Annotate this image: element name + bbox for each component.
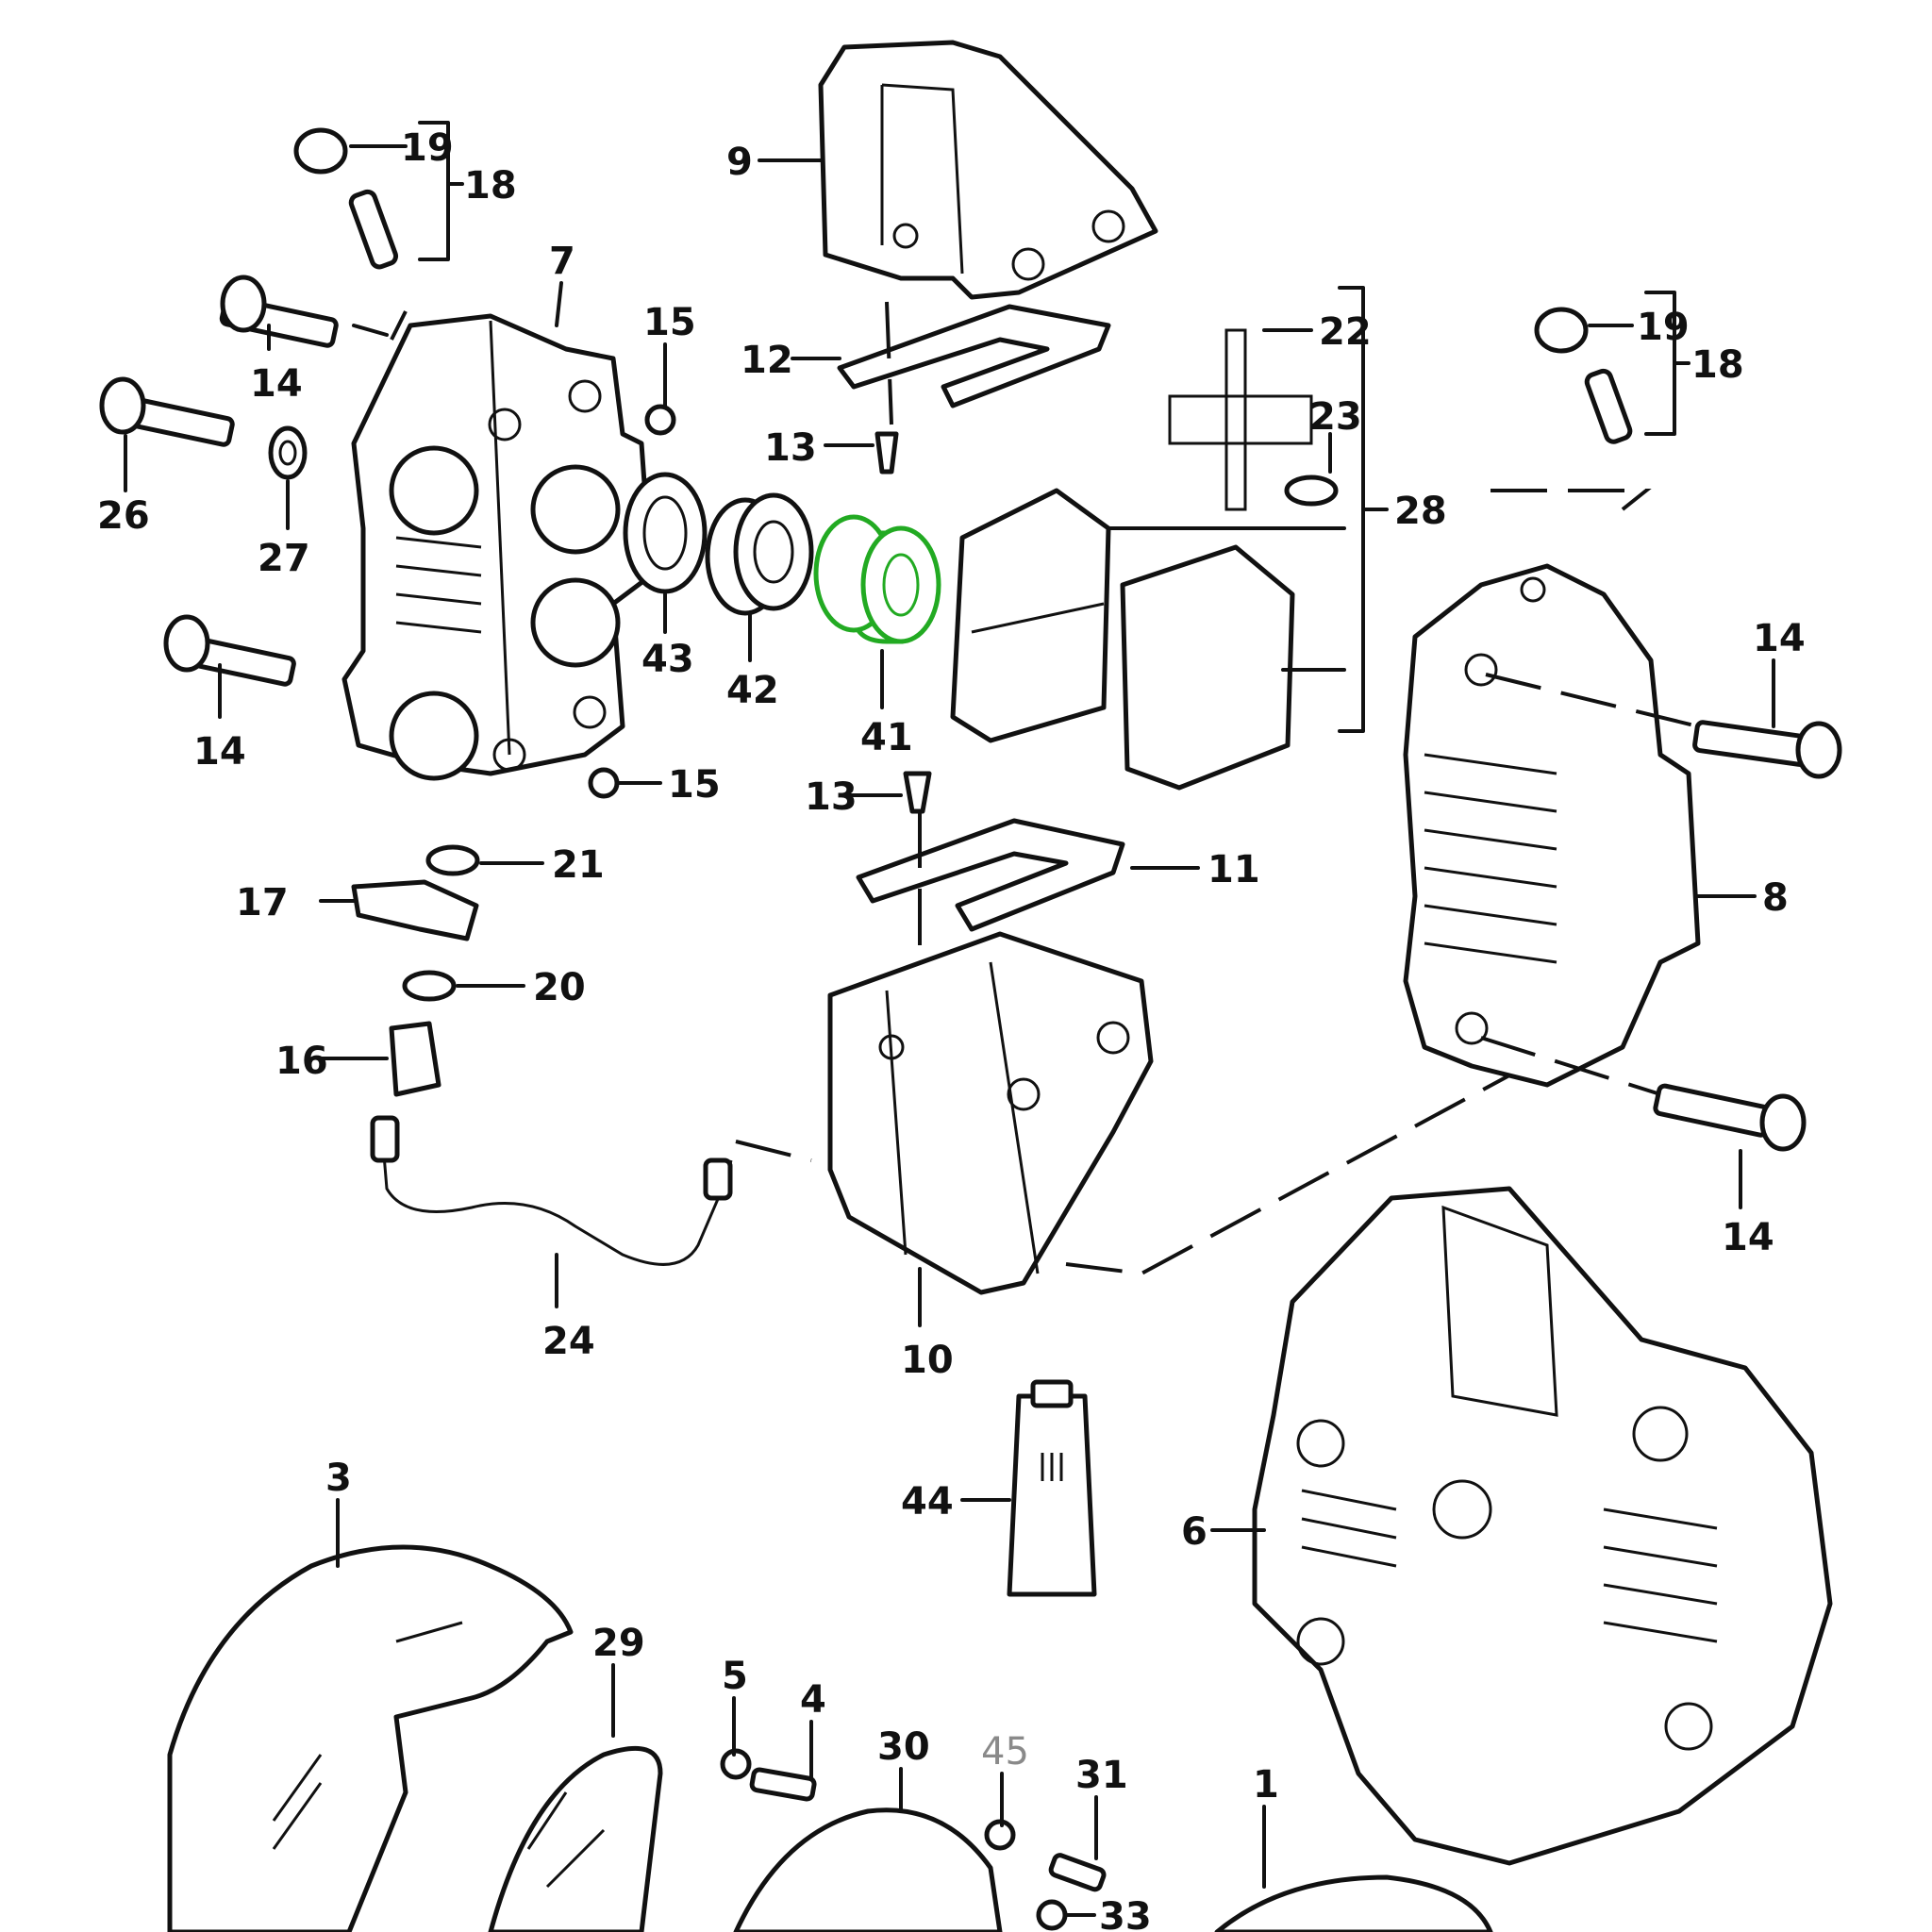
callout-26[interactable]: 26 xyxy=(97,494,150,538)
callout-11[interactable]: 11 xyxy=(1208,848,1260,891)
callout-23[interactable]: 23 xyxy=(1309,395,1362,439)
bleeder-cap-19-right[interactable] xyxy=(1534,307,1589,354)
callout-19-left[interactable]: 19 xyxy=(401,126,454,170)
callout-22[interactable]: 22 xyxy=(1319,310,1372,354)
seal-43[interactable] xyxy=(623,472,708,594)
callout-45[interactable]: 45 xyxy=(981,1730,1029,1774)
bleeder-valve-right[interactable] xyxy=(1584,368,1633,444)
brake-pad-inner[interactable] xyxy=(950,488,1111,743)
callout-24[interactable]: 24 xyxy=(542,1320,595,1363)
callout-17[interactable]: 17 xyxy=(236,881,289,924)
brake-disc-1[interactable] xyxy=(1214,1874,1493,1932)
retaining-plate-11[interactable] xyxy=(856,818,1125,932)
brake-pad-outer[interactable] xyxy=(1120,544,1295,791)
screw-13-lower[interactable] xyxy=(903,771,932,814)
splash-shield-3[interactable] xyxy=(167,1544,574,1932)
callout-42[interactable]: 42 xyxy=(726,669,779,712)
callout-44[interactable]: 44 xyxy=(901,1480,954,1524)
callout-28[interactable]: 28 xyxy=(1394,490,1447,533)
callout-18-right[interactable]: 18 xyxy=(1691,343,1744,387)
callout-14-lower-left[interactable]: 14 xyxy=(193,730,246,774)
seal-15-lower[interactable] xyxy=(588,767,620,799)
screw-13-upper[interactable] xyxy=(874,431,899,475)
bolt-14-lower[interactable] xyxy=(163,614,296,687)
callout-21[interactable]: 21 xyxy=(552,843,605,887)
callout-31[interactable]: 31 xyxy=(1075,1754,1128,1797)
callout-5[interactable]: 5 xyxy=(722,1655,748,1698)
callout-13-upper[interactable]: 13 xyxy=(764,426,817,470)
washer-20[interactable] xyxy=(402,970,457,1002)
seal-15-upper[interactable] xyxy=(644,404,676,436)
mounting-bracket-10[interactable] xyxy=(827,931,1154,1295)
pad-spring-22[interactable] xyxy=(1168,328,1313,511)
bolt-14-upper[interactable] xyxy=(219,275,339,348)
callout-13-lower[interactable]: 13 xyxy=(805,775,858,819)
bolt-14-right-upper[interactable] xyxy=(1692,720,1842,779)
callout-18-left[interactable]: 18 xyxy=(464,164,517,208)
grease-tube-44[interactable] xyxy=(1007,1379,1097,1597)
callout-1[interactable]: 1 xyxy=(1253,1763,1279,1807)
part-33[interactable] xyxy=(1036,1899,1068,1931)
callout-27[interactable]: 27 xyxy=(258,537,310,580)
washer-5[interactable] xyxy=(720,1748,752,1780)
callout-7[interactable]: 7 xyxy=(549,240,575,283)
callout-12[interactable]: 12 xyxy=(741,339,793,382)
dust-boot-42[interactable] xyxy=(705,492,814,616)
mounting-bracket-9[interactable] xyxy=(818,40,1158,300)
washer-21[interactable] xyxy=(425,844,480,876)
caliper-housing-7[interactable] xyxy=(341,313,654,781)
callout-8[interactable]: 8 xyxy=(1762,876,1789,920)
callout-9[interactable]: 9 xyxy=(726,141,753,184)
bolt-26[interactable] xyxy=(99,376,235,447)
caliper-housing-8[interactable] xyxy=(1403,563,1701,1088)
bleeder-cap-19-left[interactable] xyxy=(293,127,348,175)
callout-10[interactable]: 10 xyxy=(901,1339,954,1382)
callout-29[interactable]: 29 xyxy=(592,1622,645,1665)
callout-14-upper-left[interactable]: 14 xyxy=(250,362,303,406)
callout-3[interactable]: 3 xyxy=(325,1457,352,1500)
banjo-fitting-17[interactable] xyxy=(351,879,479,941)
brake-line-24[interactable] xyxy=(370,1115,733,1266)
callout-4[interactable]: 4 xyxy=(800,1678,826,1722)
callout-labels: 19 18 7 15 14 26 27 14 43 42 41 9 12 13 … xyxy=(97,126,1806,1932)
callout-43[interactable]: 43 xyxy=(641,638,694,681)
callout-33[interactable]: 33 xyxy=(1099,1895,1152,1932)
abs-ring-29[interactable] xyxy=(488,1745,663,1932)
bleeder-valve-left[interactable] xyxy=(348,189,399,270)
callout-41[interactable]: 41 xyxy=(860,716,913,759)
callout-16[interactable]: 16 xyxy=(275,1040,328,1083)
piston-41-highlighted[interactable] xyxy=(813,514,941,644)
callout-6[interactable]: 6 xyxy=(1181,1510,1208,1554)
bolt-4[interactable] xyxy=(749,1767,817,1802)
caliper-assembly-6[interactable] xyxy=(1252,1186,1833,1866)
callout-15-lower[interactable]: 15 xyxy=(668,763,721,807)
callout-30[interactable]: 30 xyxy=(877,1725,930,1769)
washer-27[interactable] xyxy=(268,425,308,480)
bolt-14-right-lower[interactable] xyxy=(1653,1083,1807,1152)
retaining-plate-12[interactable] xyxy=(837,304,1111,408)
washer-45[interactable] xyxy=(984,1819,1016,1851)
callout-19-right[interactable]: 19 xyxy=(1637,306,1690,349)
callout-14-upper-right[interactable]: 14 xyxy=(1753,617,1806,660)
screw-31[interactable] xyxy=(1048,1853,1107,1892)
pin-clip-23[interactable] xyxy=(1284,475,1339,507)
leader-lines xyxy=(124,121,1775,1917)
adapter-16[interactable] xyxy=(389,1021,441,1097)
callout-20[interactable]: 20 xyxy=(533,966,586,1009)
callout-15-upper[interactable]: 15 xyxy=(643,301,696,344)
callout-14-lower-right[interactable]: 14 xyxy=(1722,1216,1774,1259)
brake-disc-30[interactable] xyxy=(733,1807,1003,1932)
